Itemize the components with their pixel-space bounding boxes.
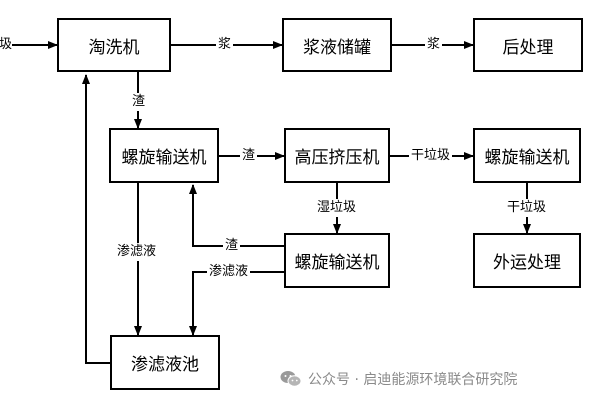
- label-leachate-2: 渗滤液: [207, 264, 251, 280]
- label-dry-garbage-2: 干垃圾: [505, 199, 549, 217]
- arrow-leachate-pool-recycle-to-washer: [82, 74, 110, 364]
- leachate-pool-box: 渗滤液池: [110, 335, 220, 390]
- label-residue-right: 渣: [240, 148, 258, 164]
- arrow-screw-conveyor-3-to-leachate-pool: [189, 271, 284, 336]
- post-treatment-box: 后处理: [473, 18, 583, 72]
- watermark-text: 公众号 · 启迪能源环境联合研究院: [308, 372, 518, 388]
- label-wet-garbage: 湿垃圾: [315, 199, 359, 217]
- label-dry-garbage-1: 干垃圾: [409, 148, 453, 164]
- label-slurry-2: 浆: [425, 37, 443, 53]
- slurry-tank-box: 浆液储罐: [282, 18, 392, 72]
- screw-conveyor-3-box: 螺旋输送机: [284, 233, 390, 288]
- label-input-garbage: 垃圾: [0, 37, 13, 53]
- wechat-icon: [280, 371, 302, 387]
- washer-box: 淘洗机: [57, 18, 171, 72]
- label-leachate-1: 渗滤液: [115, 243, 159, 261]
- arrow-screw-conveyor-3-residue-back: [189, 184, 284, 247]
- label-residue-down: 渣: [130, 93, 148, 111]
- high-pressure-press-box: 高压挤压机: [284, 128, 390, 183]
- label-slurry-1: 浆: [216, 37, 234, 53]
- screw-conveyor-2-box: 螺旋输送机: [473, 128, 581, 183]
- external-treatment-box: 外运处理: [473, 233, 581, 288]
- watermark: 公众号 · 启迪能源环境联合研究院: [280, 369, 517, 389]
- screw-conveyor-1-box: 螺旋输送机: [109, 128, 219, 183]
- label-residue-back: 渣: [223, 238, 241, 254]
